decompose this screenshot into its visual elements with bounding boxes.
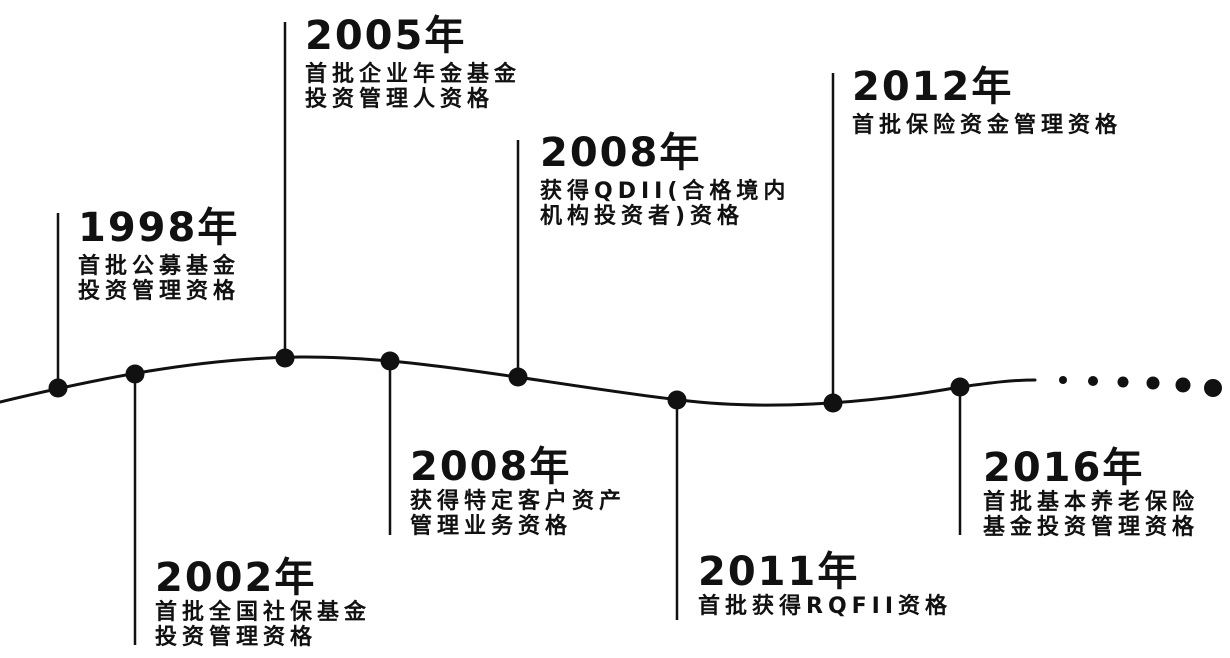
- description-2008-client-assets: 获得特定客户资产 管理业务资格: [410, 489, 626, 539]
- timeline-dot-2008-client-assets: [380, 351, 400, 371]
- year-label-2002: 2002年: [155, 555, 317, 601]
- description-line: 基金投资管理资格: [983, 515, 1200, 540]
- description-line: 首批全国社保基金: [155, 600, 372, 625]
- continuation-dot: [1117, 376, 1129, 388]
- event-2008-client-assets: 2008年 获得特定客户资产 管理业务资格: [410, 447, 626, 539]
- timeline-dot-2011: [667, 390, 687, 410]
- description-line: 机构投资者)资格: [540, 204, 745, 229]
- event-2008-qdii: 2008年 获得QDII(合格境内 机构投资者)资格: [540, 133, 790, 229]
- year-label-2005: 2005年: [305, 13, 467, 59]
- event-1998: 1998年 首批公募基金 投资管理资格: [78, 208, 240, 304]
- description-2011: 首批获得RQFII资格: [698, 594, 952, 619]
- timeline-dot-1998: [48, 378, 68, 398]
- event-2011: 2011年 首批获得RQFII资格: [698, 552, 952, 619]
- event-2012: 2012年 首批保险资金管理资格: [852, 67, 1122, 138]
- description-2012: 首批保险资金管理资格: [852, 113, 1122, 138]
- description-line: 获得特定客户资产: [410, 489, 627, 514]
- description-line: 投资管理资格: [155, 625, 318, 650]
- continuation-dot: [1204, 379, 1222, 397]
- description-2002: 首批全国社保基金 投资管理资格: [155, 600, 371, 650]
- year-label-2011: 2011年: [698, 549, 860, 595]
- timeline-dot-2002: [125, 364, 145, 384]
- year-label-2008: 2008年: [540, 130, 702, 176]
- event-2005: 2005年 首批企业年金基金 投资管理人资格: [305, 16, 521, 112]
- description-2016: 首批基本养老保险 基金投资管理资格: [983, 490, 1199, 540]
- continuation-dot: [1146, 376, 1160, 390]
- year-label-2012: 2012年: [852, 64, 1014, 110]
- timeline-dot-2012: [823, 393, 843, 413]
- year-label-1998: 1998年: [78, 205, 240, 251]
- description-line: 首批基本养老保险: [983, 490, 1200, 515]
- description-line: 投资管理资格: [78, 279, 241, 304]
- description-line: 获得QDII(合格境内: [540, 179, 791, 204]
- description-line: 首批获得RQFII资格: [698, 594, 953, 619]
- continuation-dot: [1088, 376, 1098, 386]
- continuation-dot: [1175, 377, 1191, 393]
- description-line: 首批保险资金管理资格: [852, 113, 1123, 138]
- timeline-dot-2016: [950, 377, 970, 397]
- description-2008-qdii: 获得QDII(合格境内 机构投资者)资格: [540, 179, 790, 229]
- description-2005: 首批企业年金基金 投资管理人资格: [305, 62, 521, 112]
- description-line: 首批公募基金: [78, 254, 241, 279]
- event-2002: 2002年 首批全国社保基金 投资管理资格: [155, 558, 371, 650]
- timeline-dot-2005: [275, 348, 295, 368]
- description-line: 投资管理人资格: [305, 87, 495, 112]
- year-label-2016: 2016年: [983, 445, 1145, 491]
- description-line: 首批企业年金基金: [305, 62, 522, 87]
- event-2016: 2016年 首批基本养老保险 基金投资管理资格: [983, 448, 1199, 540]
- continuation-dot: [1059, 376, 1067, 384]
- description-1998: 首批公募基金 投资管理资格: [78, 254, 240, 304]
- year-label-2008: 2008年: [410, 444, 572, 490]
- timeline-dot-2008-qdii: [508, 367, 528, 387]
- description-line: 管理业务资格: [410, 514, 573, 539]
